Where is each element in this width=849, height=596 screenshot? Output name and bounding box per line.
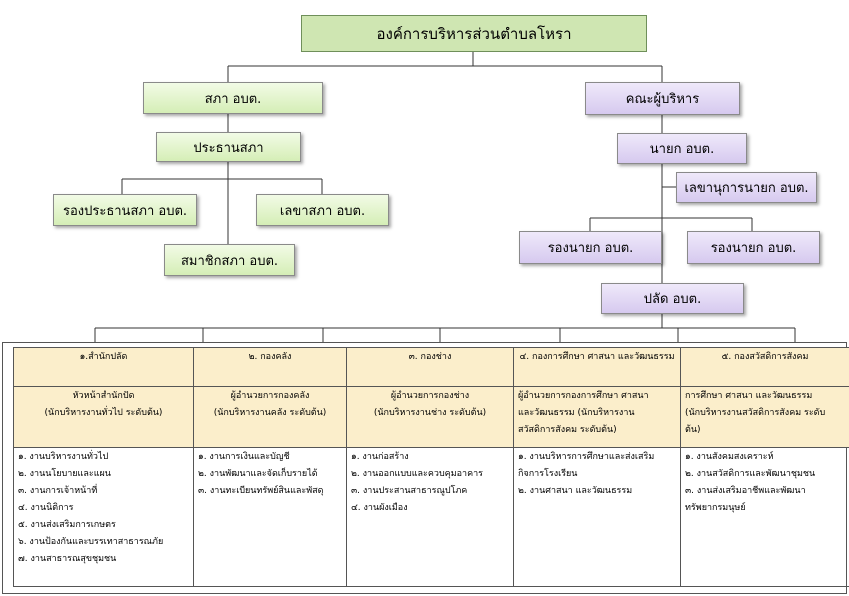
council-member-box: สมาชิกสภา อบต. (164, 244, 295, 276)
division-head-line: ต้น) (685, 425, 701, 435)
division-duties: ๑. งานก่อสร้าง ๒. งานออกแบบและควบคุมอาคา… (346, 447, 514, 587)
division-head-line: การศึกษา ศาสนา และวัฒนธรรม (685, 391, 813, 401)
duty-item: ๒. งานนโยบายและแผน (18, 469, 111, 479)
duty-item: กิจการโรงเรียน (518, 469, 578, 479)
division-head: ผู้อำนวยการกองช่าง (นักบริหารงานช่าง ระด… (346, 386, 514, 448)
mayor-box: นายก อบต. (617, 133, 747, 164)
mayor-secretary-box: เลขานุการนายก อบต. (676, 172, 817, 203)
division-duties-row: ๑. งานบริหารงานทั่วไป ๒. งานนโยบายและแผน… (13, 447, 849, 587)
division-head-line: และวัฒนธรรม (นักบริหารงาน (518, 408, 635, 418)
division-head-line: ผู้อำนวยการกองคลัง (230, 391, 310, 401)
duty-item: ๒. งานพัฒนาและจัดเก็บรายได้ (198, 469, 318, 479)
duty-item: ๑. งานบริหารงานทั่วไป (18, 452, 109, 462)
duty-item: ๗. งานสาธารณสุขชุมชน (18, 554, 117, 564)
duty-item: ๑. งานก่อสร้าง (351, 452, 409, 462)
duty-item: ๑. งานสังคมสงเคราะห์ (685, 452, 774, 462)
duty-item: ๓. งานประสานสาธารณูปโภค (351, 486, 468, 496)
division-head-line: หัวหน้าสำนักปัด (72, 391, 135, 401)
divisions-table: ๑.สำนักปลัด ๒. กองคลัง ๓. กองช่าง ๔. กอง… (13, 347, 849, 587)
duty-item: ๔. งานนิติการ (18, 503, 74, 513)
council-secretary-box: เลขาสภา อบต. (256, 194, 389, 226)
division-duties: ๑. งานการเงินและบัญชี ๒. งานพัฒนาและจัดเ… (193, 447, 347, 587)
division-name: ๔. กองการศึกษา ศาสนา และวัฒนธรรม (513, 347, 681, 387)
duty-item: ๔. งานผังเมือง (351, 503, 408, 513)
division-head-line: (นักบริหารงานช่าง ระดับต้น) (373, 408, 487, 418)
org-top-box: องค์การบริหารส่วนตำบลโหรา (301, 15, 647, 52)
deputy-mayor-box: รองนายก อบต. (687, 231, 820, 264)
division-duties: ๑. งานสังคมสงเคราะห์ ๒. งานสวัสดิการและพ… (680, 447, 849, 587)
division-head-line: (นักบริหารงานทั่วไป ระดับต้น) (44, 408, 163, 418)
duty-item: ๓. งานการเจ้าหน้าที่ (18, 486, 98, 496)
duty-item: ทรัพยากรมนุษย์ (685, 503, 746, 513)
division-name: ๕. กองสวัสดิการสังคม (680, 347, 849, 387)
division-name-row: ๑.สำนักปลัด ๒. กองคลัง ๓. กองช่าง ๔. กอง… (13, 347, 849, 387)
duty-item: ๒. งานออกแบบและควบคุมอาคาร (351, 469, 483, 479)
divisions-panel: ๑.สำนักปลัด ๒. กองคลัง ๓. กองช่าง ๔. กอง… (2, 342, 849, 594)
duty-item: ๒. งานสวัสดิการและพัฒนาชุมชน (685, 469, 816, 479)
division-head-line: (นักบริหารงานคลัง ระดับต้น) (213, 408, 327, 418)
duty-item: ๕. งานส่งเสริมการเกษตร (18, 520, 116, 530)
division-head: หัวหน้าสำนักปัด (นักบริหารงานทั่วไป ระดั… (13, 386, 194, 448)
division-head: ผู้อำนวยการกองการศึกษา ศาสนา และวัฒนธรรม… (513, 386, 681, 448)
division-name: ๓. กองช่าง (346, 347, 514, 387)
duty-item: ๓. งานทะเบียนทรัพย์สินและพัสดุ (198, 486, 324, 496)
duty-item: ๑. งานการเงินและบัญชี (198, 452, 290, 462)
division-duties: ๑. งานบริหารการศึกษาและส่งเสริม กิจการโร… (513, 447, 681, 587)
duty-item: ๓. งานส่งเสริมอาชีพและพัฒนา (685, 486, 806, 496)
deputy-mayor-box: รองนายก อบต. (519, 231, 662, 264)
executive-box: คณะผู้บริหาร (585, 82, 740, 115)
division-name: ๑.สำนักปลัด (13, 347, 194, 387)
duty-item: ๑. งานบริหารการศึกษาและส่งเสริม (518, 452, 655, 462)
division-head: การศึกษา ศาสนา และวัฒนธรรม (นักบริหารงาน… (680, 386, 849, 448)
division-head-row: หัวหน้าสำนักปัด (นักบริหารงานทั่วไป ระดั… (13, 386, 849, 448)
council-chair-box: ประธานสภา (156, 132, 301, 162)
division-duties: ๑. งานบริหารงานทั่วไป ๒. งานนโยบายและแผน… (13, 447, 194, 587)
duty-item: ๖. งานป้องกันและบรรเทาสาธารณภัย (18, 537, 164, 547)
division-head: ผู้อำนวยการกองคลัง (นักบริหารงานคลัง ระด… (193, 386, 347, 448)
division-head-line: ผู้อำนวยการกองช่าง (390, 391, 470, 401)
division-head-line: (นักบริหารงานสวัสดิการสังคม ระดับ (685, 408, 826, 418)
clerk-box: ปลัด อบต. (601, 283, 744, 314)
duty-item: ๒. งานศาสนา และวัฒนธรรม (518, 486, 633, 496)
council-box: สภา อบต. (143, 82, 323, 114)
division-name: ๒. กองคลัง (193, 347, 347, 387)
division-head-line: ผู้อำนวยการกองการศึกษา ศาสนา (518, 391, 649, 401)
division-head-line: สวัสดิการสังคม ระดับต้น) (518, 425, 617, 435)
council-vice-chair-box: รองประธานสภา อบต. (53, 194, 197, 226)
